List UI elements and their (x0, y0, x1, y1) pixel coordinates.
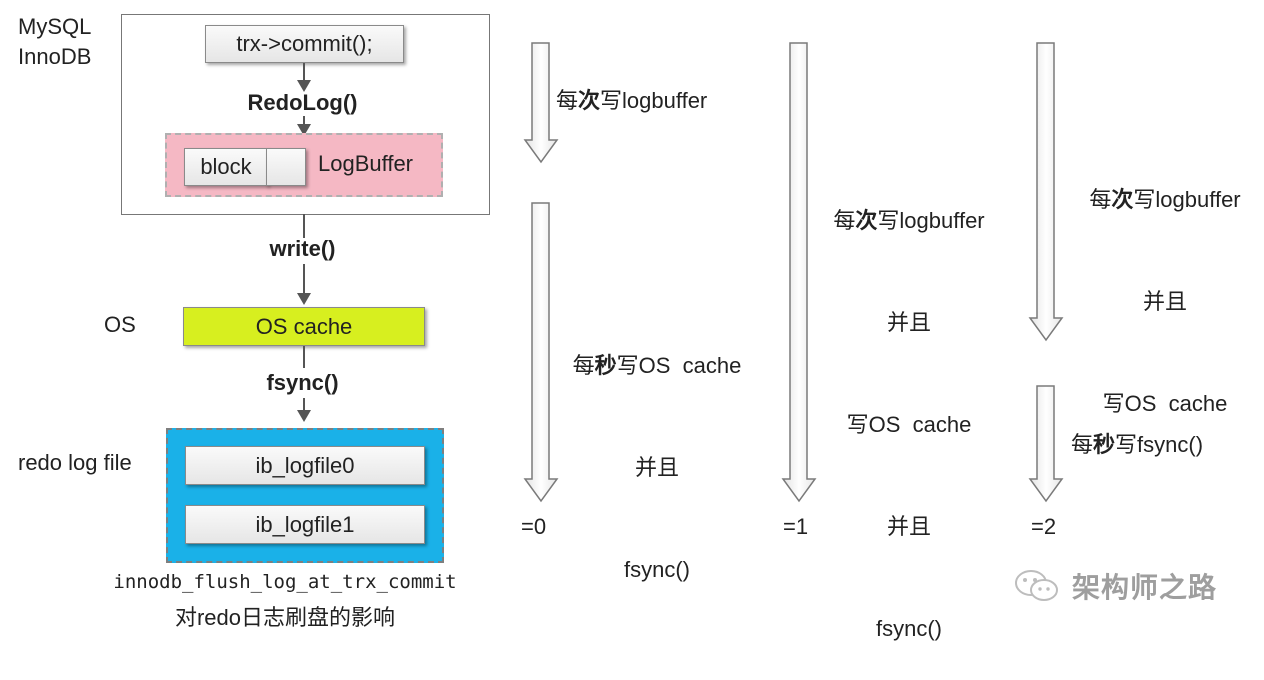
logfile0-box: ib_logfile0 (185, 446, 425, 485)
log-block-slot (266, 148, 306, 186)
commit-box-label: trx->commit(); (236, 31, 373, 56)
watermark-text: 架构师之路 (1072, 572, 1218, 603)
logfile1-box: ib_logfile1 (185, 505, 425, 544)
redo-log-file-label: redo log file (18, 450, 132, 475)
flow-arrows (523, 42, 1064, 503)
watermark: 架构师之路 (1012, 566, 1217, 606)
fsync-function-label: fsync() (266, 370, 339, 395)
os-label: OS (104, 312, 136, 337)
mode0-note-logbuffer: 每次写logbuffer (556, 88, 708, 113)
block-label: block (200, 154, 252, 179)
mode2-note-fsync: 每秒写fsync() (1071, 432, 1204, 457)
mode1-value-label: =1 (783, 514, 809, 539)
mysql-innodb-label: MySQL InnoDB (18, 14, 92, 69)
logfile0-label: ib_logfile0 (255, 452, 355, 478)
arrow-mode0-flush (523, 202, 559, 503)
redolog-function-label: RedoLog() (247, 90, 358, 115)
commit-box: trx->commit(); (205, 25, 404, 63)
arrow-mode1-flush (781, 42, 817, 503)
os-cache-label: OS cache (255, 313, 353, 339)
log-block-box: block (184, 148, 268, 186)
mode2-note-oscache: 每次写logbuffer 并且 写OS cache (1089, 187, 1241, 416)
os-cache-box: OS cache (183, 307, 425, 346)
arrow-mode0-logbuffer (523, 42, 559, 164)
mode0-value-label: =0 (521, 514, 547, 539)
logbuffer-label: LogBuffer (318, 151, 414, 176)
caption-description: 对redo日志刷盘的影响 (174, 605, 396, 630)
wechat-icon (1015, 570, 1058, 601)
arrow-mode2-fsync (1028, 385, 1064, 503)
mode1-note: 每次写logbuffer 并且 写OS cache 并且 fsync() (833, 208, 985, 641)
logfile1-label: ib_logfile1 (255, 511, 355, 537)
caption-setting-name: innodb_flush_log_at_trx_commit (113, 571, 457, 593)
arrow-mode2-oscache (1028, 42, 1064, 342)
mode2-value-label: =2 (1031, 514, 1057, 539)
write-function-label: write() (269, 236, 336, 261)
mode0-note-flush: 每秒写OS cache 并且 fsync() (572, 353, 742, 582)
